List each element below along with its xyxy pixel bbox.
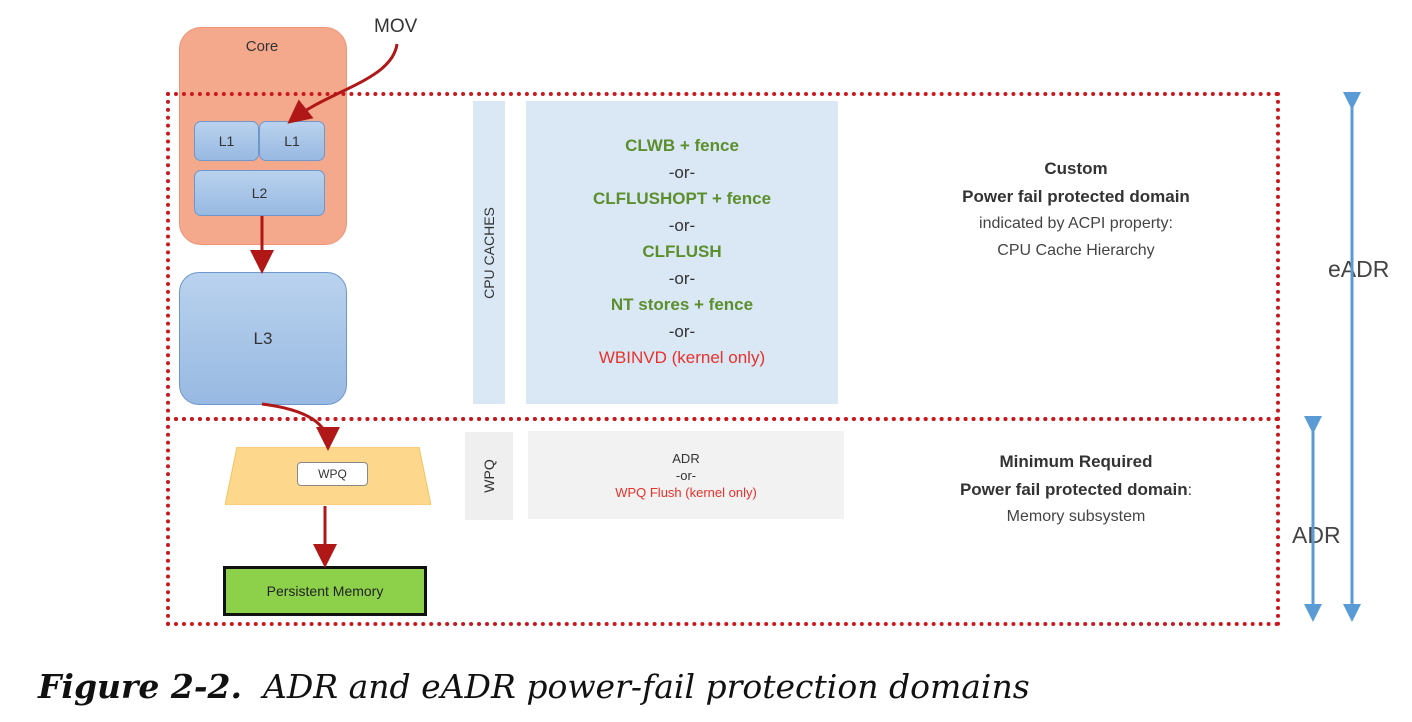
top-domain-line1: Custom xyxy=(1044,159,1108,178)
top-domain-line2: Power fail protected domain xyxy=(962,186,1190,206)
cpu-caches-label: CPU CACHES xyxy=(481,206,497,299)
l2-cache: L2 xyxy=(194,170,325,216)
instruction-line: CLFLUSH xyxy=(642,242,722,262)
figure-number: Figure 2-2. xyxy=(38,667,243,706)
adr-domain-description: Minimum Required Power fail protected do… xyxy=(900,449,1252,531)
wpq-bar: WPQ xyxy=(465,432,513,520)
l1-cache-a: L1 xyxy=(194,121,259,161)
adr-option-line: WPQ Flush (kernel only) xyxy=(615,484,757,500)
adr-range-label: ADR xyxy=(1292,522,1341,548)
bottom-domain-line2: Power fail protected domain xyxy=(959,479,1188,499)
adr-domain-border xyxy=(166,417,1280,626)
figure-title: ADR and eADR power-fail protection domai… xyxy=(263,667,1030,706)
instruction-line: -or- xyxy=(668,162,696,182)
adr-option-line: ADR xyxy=(672,450,700,466)
wpq-label: WPQ xyxy=(297,462,368,486)
top-domain-line3: indicated by ACPI property: xyxy=(979,215,1173,232)
instruction-line: CLFLUSHOPT + fence xyxy=(592,189,772,209)
adr-option-line: -or- xyxy=(675,467,697,483)
top-domain-line4: CPU Cache Hierarchy xyxy=(997,241,1155,259)
eadr-range-label: eADR xyxy=(1328,256,1390,282)
figure-caption: Figure 2-2. ADR and eADR power-fail prot… xyxy=(38,667,1030,706)
persistent-memory-block: Persistent Memory xyxy=(223,566,427,616)
bottom-domain-line2-suffix: : xyxy=(1187,481,1193,499)
bottom-domain-line1: Minimum Required xyxy=(999,452,1153,471)
instruction-line: WBINVD (kernel only) xyxy=(598,348,766,368)
instruction-line: CLWB + fence xyxy=(625,136,739,156)
instruction-line: -or- xyxy=(668,215,696,235)
wpq-side-label: WPQ xyxy=(481,459,497,493)
bottom-domain-line3: Memory subsystem xyxy=(1006,508,1146,525)
mov-label: MOV xyxy=(374,16,418,37)
cpu-caches-bar: CPU CACHES xyxy=(473,101,505,404)
core-label: Core xyxy=(245,38,279,55)
flush-instructions-panel: CLWB + fence -or- CLFLUSHOPT + fence -or… xyxy=(526,101,838,404)
eadr-domain-description: Custom Power fail protected domain indic… xyxy=(900,156,1252,264)
instruction-line: -or- xyxy=(668,321,696,341)
adr-options-panel: ADR -or- WPQ Flush (kernel only) xyxy=(528,431,844,519)
instruction-line: -or- xyxy=(668,268,696,288)
instruction-line: NT stores + fence xyxy=(610,295,754,315)
